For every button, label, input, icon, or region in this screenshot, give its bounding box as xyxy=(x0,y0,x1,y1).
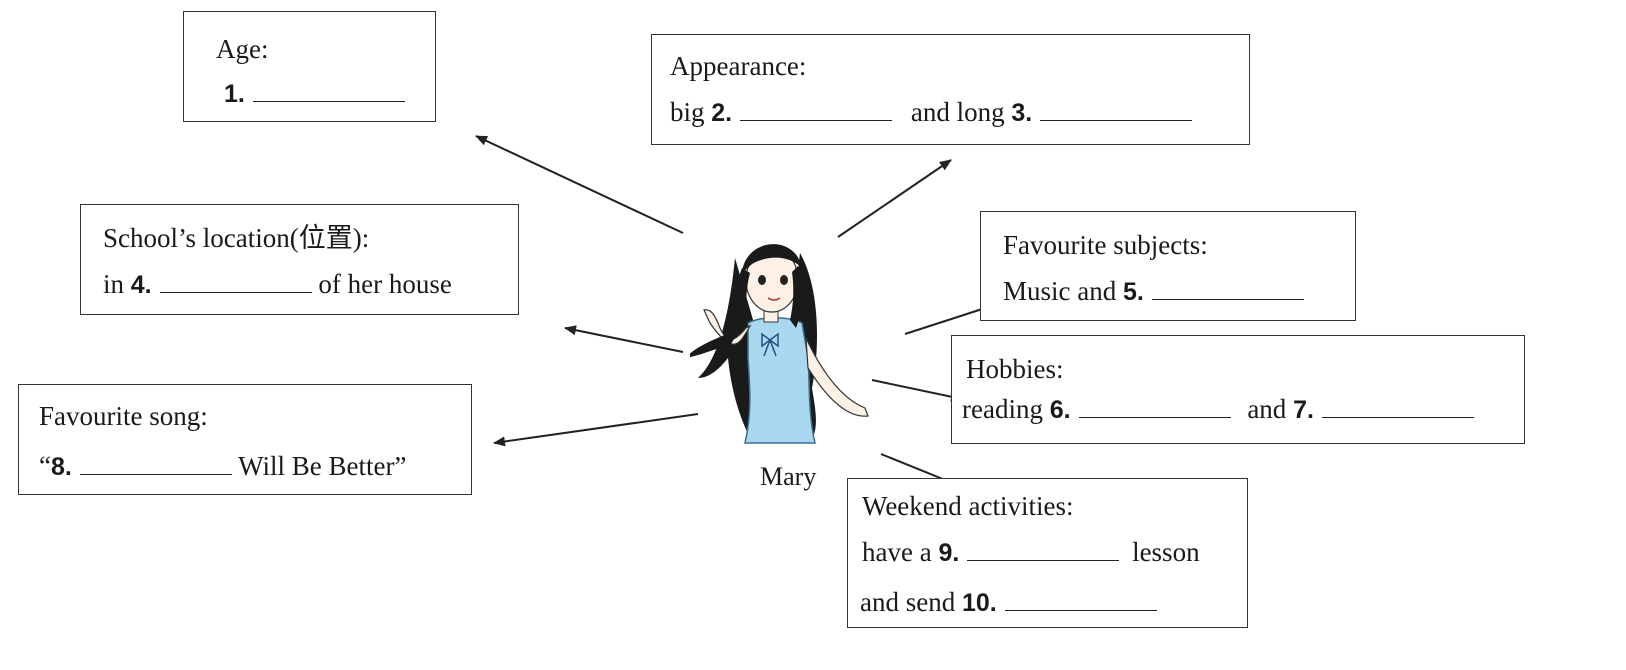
favourite-subjects-box: Favourite subjects: Music and 5. xyxy=(980,211,1356,321)
mary-figure xyxy=(690,228,910,458)
blank-number-7: 7. xyxy=(1293,396,1314,424)
hobbies-pre-text: reading xyxy=(962,394,1043,424)
song-title: Favourite song: xyxy=(39,399,208,433)
appearance-answer-line: big 2. and long 3. xyxy=(670,95,1192,130)
arrow-to-appearance xyxy=(838,160,951,237)
answer-blank-9[interactable] xyxy=(967,536,1119,561)
appearance-title: Appearance: xyxy=(670,49,806,83)
weekend-post-text-1: lesson xyxy=(1132,537,1200,567)
weekend-pre-text-1: have a xyxy=(862,537,932,567)
weekend-title: Weekend activities: xyxy=(862,489,1074,523)
age-box: Age: 1. xyxy=(183,11,436,122)
answer-blank-2[interactable] xyxy=(740,96,892,121)
blank-number-1: 1. xyxy=(224,80,245,108)
blank-number-3: 3. xyxy=(1011,99,1032,127)
subjects-title: Favourite subjects: xyxy=(1003,228,1208,262)
hobbies-answer-line: reading 6. and 7. xyxy=(962,392,1474,427)
weekend-answer-line-2: and send 10. xyxy=(860,585,1157,620)
hobbies-box: Hobbies: reading 6. and 7. xyxy=(951,335,1525,444)
arrow-to-school xyxy=(565,328,683,352)
favourite-song-box: Favourite song: “8. Will Be Better” xyxy=(18,384,472,495)
blank-number-9: 9. xyxy=(938,539,959,567)
answer-blank-7[interactable] xyxy=(1322,393,1474,418)
weekend-activities-box: Weekend activities: have a 9. lesson and… xyxy=(847,478,1248,628)
song-answer-line: “8. Will Be Better” xyxy=(39,449,406,484)
center-name: Mary xyxy=(760,462,816,492)
answer-blank-6[interactable] xyxy=(1079,393,1231,418)
arrow-to-song xyxy=(494,414,698,443)
song-post-text: Will Be Better” xyxy=(238,451,406,481)
answer-blank-1[interactable] xyxy=(253,77,405,102)
school-pre-text: in xyxy=(103,269,124,299)
subjects-pre-text: Music and xyxy=(1003,276,1116,306)
school-post-text: of her house xyxy=(318,269,451,299)
blank-number-4: 4. xyxy=(131,271,152,299)
subjects-answer-line: Music and 5. xyxy=(1003,274,1304,309)
school-title: School’s location(位置): xyxy=(103,221,369,255)
blank-number-10: 10. xyxy=(962,589,997,617)
school-answer-line: in 4. of her house xyxy=(103,267,452,302)
blank-number-6: 6. xyxy=(1050,396,1071,424)
blank-number-5: 5. xyxy=(1123,278,1144,306)
appearance-box: Appearance: big 2. and long 3. xyxy=(651,34,1250,145)
appearance-pre-text: big xyxy=(670,97,705,127)
answer-blank-5[interactable] xyxy=(1152,275,1304,300)
hobbies-mid-text: and xyxy=(1247,394,1286,424)
blank-number-2: 2. xyxy=(711,99,732,127)
appearance-mid-text: and long xyxy=(911,97,1005,127)
answer-blank-4[interactable] xyxy=(160,268,312,293)
weekend-pre-text-2: and send xyxy=(860,587,955,617)
age-answer-line: 1. xyxy=(224,76,405,111)
hobbies-title: Hobbies: xyxy=(966,352,1064,386)
age-title: Age: xyxy=(216,32,268,66)
weekend-answer-line-1: have a 9. lesson xyxy=(862,535,1200,570)
answer-blank-8[interactable] xyxy=(80,450,232,475)
answer-blank-10[interactable] xyxy=(1005,586,1157,611)
blank-number-8: 8. xyxy=(51,453,72,481)
song-open-quote: “ xyxy=(39,451,51,481)
answer-blank-3[interactable] xyxy=(1040,96,1192,121)
school-location-box: School’s location(位置): in 4. of her hous… xyxy=(80,204,519,315)
